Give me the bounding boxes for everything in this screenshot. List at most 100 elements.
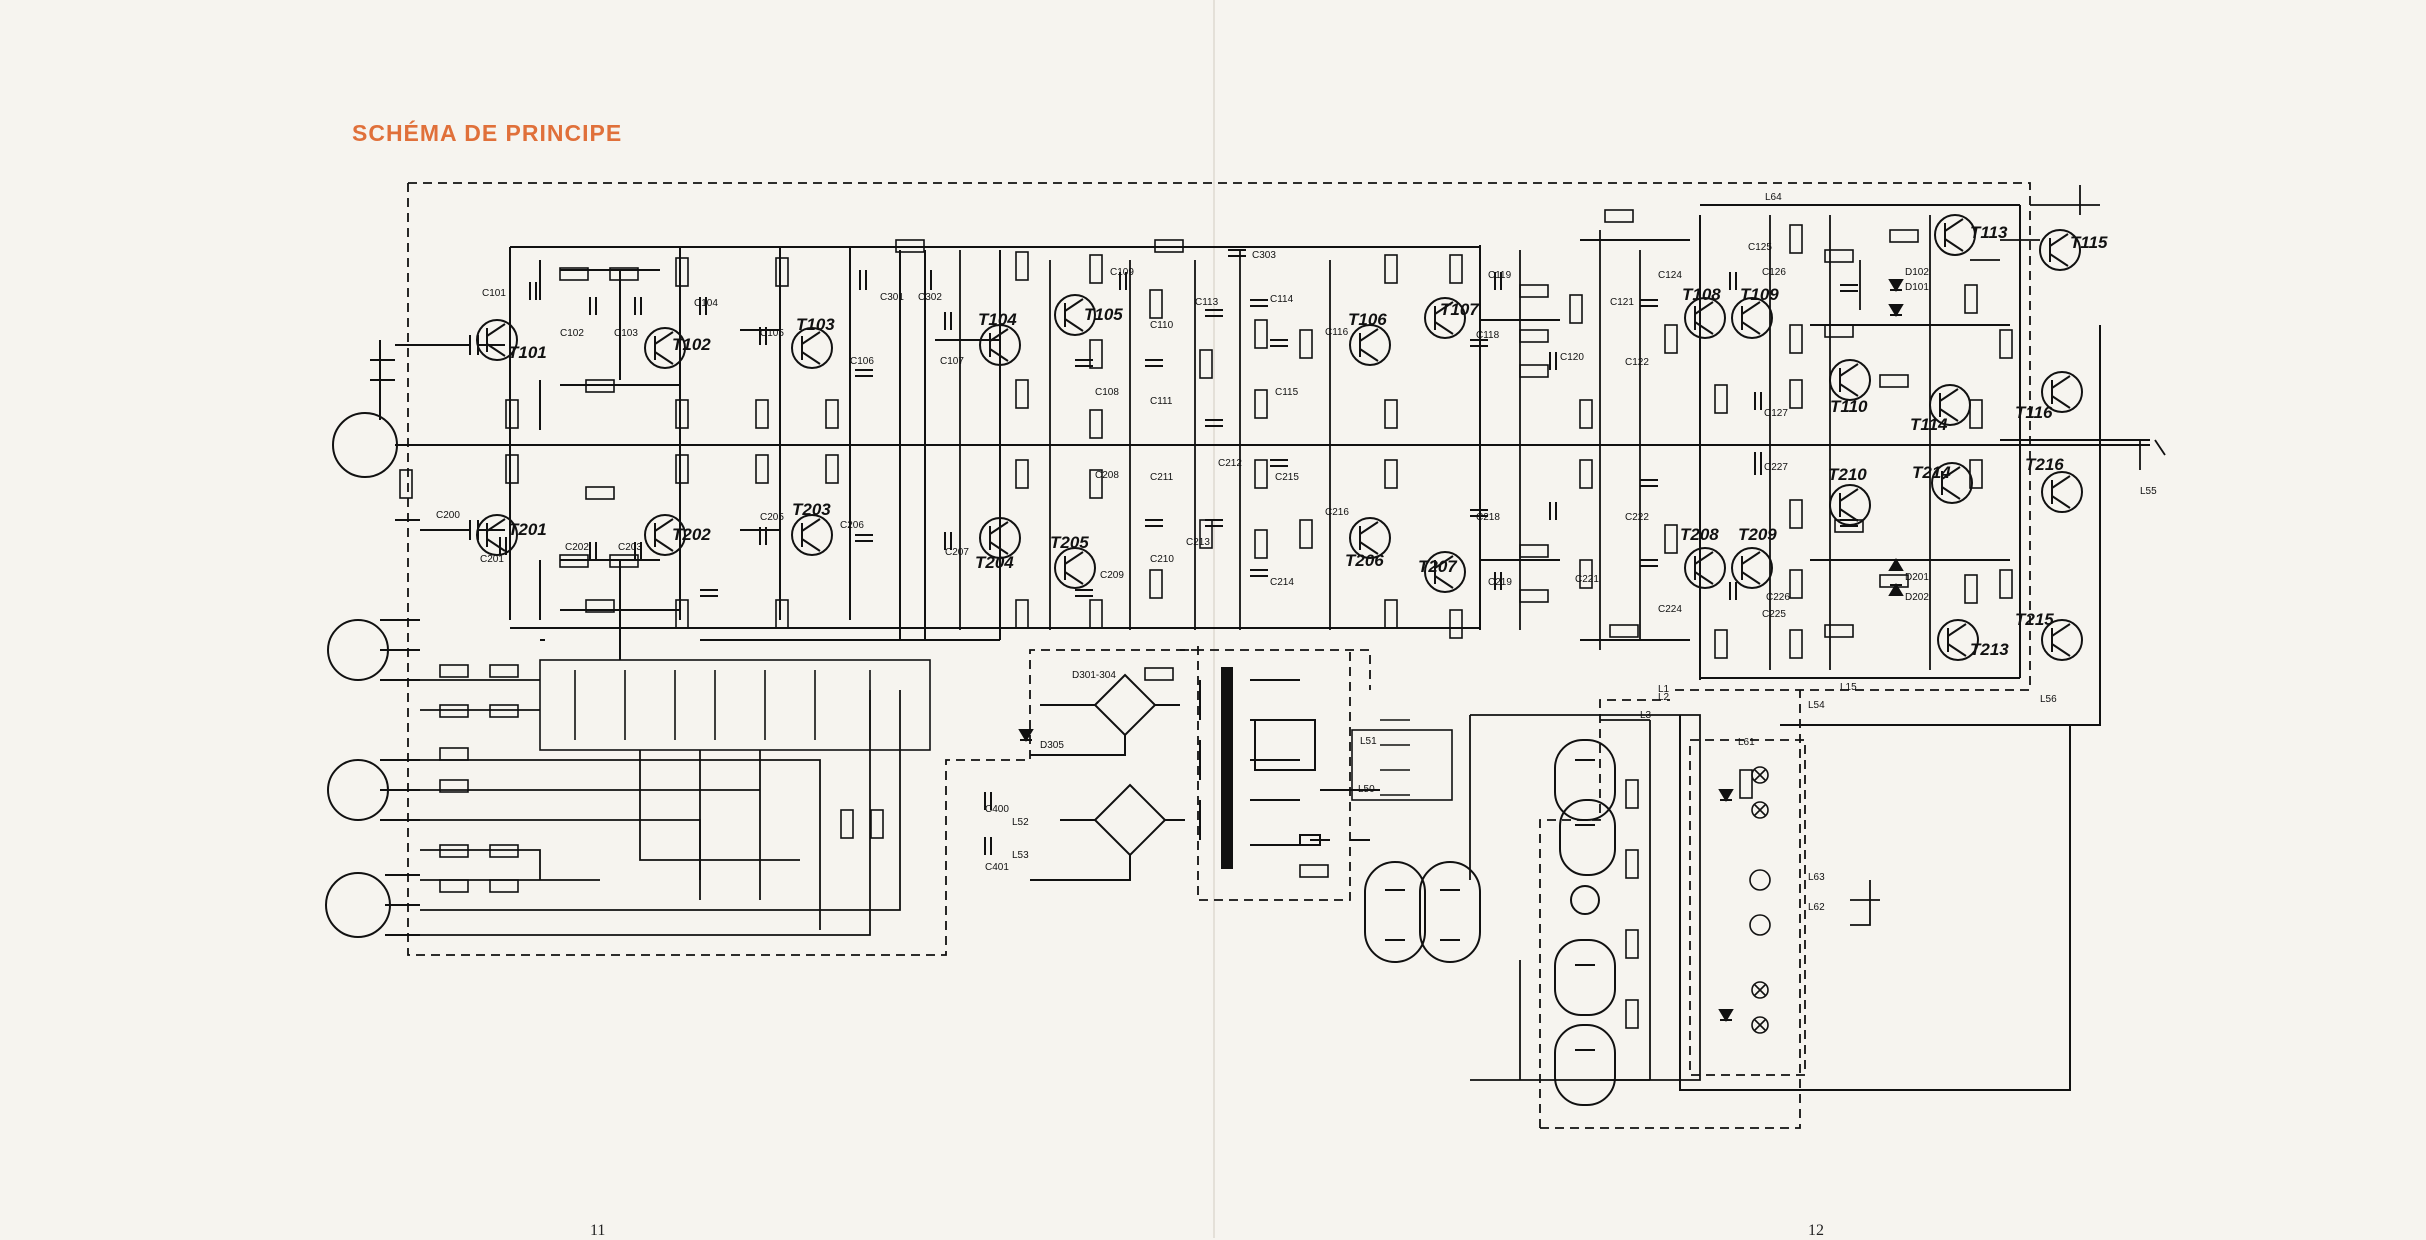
- label-c203: C203: [618, 542, 642, 553]
- transistor-t202: [644, 514, 686, 556]
- label-c207: C207: [945, 547, 969, 558]
- label-c103: C103: [614, 328, 638, 339]
- label-t204: T204: [975, 553, 1014, 572]
- transistor-t106: [1349, 324, 1391, 366]
- label-t209: T209: [1738, 525, 1777, 544]
- label-t102: T102: [672, 335, 711, 354]
- din-socket-1: [332, 412, 398, 478]
- din-socket-2: [327, 619, 389, 681]
- label-c219: C219: [1488, 577, 1512, 588]
- label-c206: C206: [840, 520, 864, 531]
- capacitors: [499, 249, 1858, 855]
- label-c118: C118: [1476, 330, 1500, 341]
- component-labels: T101 T102 T103 T104 T105 T106 T107 T108 …: [436, 192, 2157, 913]
- label-d201: D201: [1905, 572, 1929, 583]
- speaker-meters: [1364, 739, 1616, 1106]
- transistor-t205: [1054, 547, 1096, 589]
- label-c224: C224: [1658, 604, 1682, 615]
- page-title: SCHÉMA DE PRINCIPE: [352, 120, 623, 146]
- label-c400: C400: [985, 804, 1009, 815]
- label-c205: C205: [760, 512, 784, 523]
- transistor-t216: [2041, 471, 2083, 513]
- label-t210: T210: [1828, 465, 1867, 484]
- transistor-t115: [2039, 229, 2081, 271]
- label-t104: T104: [978, 310, 1017, 329]
- label-d305: D305: [1040, 740, 1064, 751]
- label-c401: C401: [985, 862, 1009, 873]
- label-l56: L56: [2040, 694, 2057, 705]
- label-c211: C211: [1150, 472, 1174, 483]
- label-c202: C202: [565, 542, 589, 553]
- label-l61: L61: [1738, 737, 1755, 748]
- label-l15: L15: [1840, 682, 1857, 693]
- label-l50: L50: [1358, 784, 1375, 795]
- label-t103: T103: [796, 315, 835, 334]
- power-transformer: [1199, 667, 1380, 869]
- transistor-t105: [1054, 294, 1096, 336]
- label-c216: C216: [1325, 507, 1349, 518]
- label-l63: L63: [1808, 872, 1825, 883]
- label-l51: L51: [1360, 736, 1377, 747]
- label-d301: D301-304: [1072, 670, 1116, 681]
- label-c105: C105: [760, 328, 784, 339]
- switch-banks: [539, 659, 1453, 801]
- label-c101: C101: [482, 288, 506, 299]
- label-t114: T114: [1910, 415, 1948, 434]
- label-c127: C127: [1764, 408, 1788, 419]
- label-c222: C222: [1625, 512, 1649, 523]
- label-c110: C110: [1150, 320, 1174, 331]
- label-c208: C208: [1095, 470, 1119, 481]
- indicator-lamps: [1749, 766, 1771, 1034]
- label-c121: C121: [1610, 297, 1634, 308]
- label-c227: C227: [1764, 462, 1788, 473]
- label-c115: C115: [1275, 387, 1299, 398]
- label-t214: T214: [1912, 463, 1951, 482]
- transistor-t206: [1349, 517, 1391, 559]
- label-t108: T108: [1682, 285, 1721, 304]
- misc-wiring: [420, 185, 2166, 1081]
- label-l64: L64: [1765, 192, 1782, 203]
- din-socket-4: [325, 872, 391, 938]
- label-c125: C125: [1748, 242, 1772, 253]
- transistor-t109: [1731, 297, 1773, 339]
- label-t216: T216: [2025, 455, 2064, 474]
- label-l53: L53: [1012, 850, 1029, 861]
- diode-symbols: [1018, 279, 1904, 1022]
- label-c126: C126: [1762, 267, 1786, 278]
- label-l2: L2: [1658, 692, 1670, 703]
- page-number-right: 12: [1808, 1222, 1824, 1239]
- label-c114: C114: [1270, 294, 1294, 305]
- transistor-t104: [979, 324, 1021, 366]
- label-c218: C218: [1476, 512, 1500, 523]
- transistor-t207: [1424, 551, 1466, 593]
- label-d202: D202: [1905, 592, 1929, 603]
- label-t202: T202: [672, 525, 711, 544]
- label-c303: C303: [1252, 250, 1276, 261]
- transistor-symbols: [476, 214, 2083, 661]
- label-t106: T106: [1348, 310, 1387, 329]
- label-c120: C120: [1560, 352, 1584, 363]
- label-t116: T116: [2015, 403, 2053, 422]
- transistor-t101: [476, 319, 518, 361]
- label-t109: T109: [1740, 285, 1779, 304]
- label-t203: T203: [792, 500, 831, 519]
- label-t107: T107: [1440, 300, 1480, 319]
- din-socket-3: [327, 759, 389, 821]
- label-c212: C212: [1218, 458, 1242, 469]
- label-t105: T105: [1084, 305, 1123, 324]
- label-l3: L3: [1640, 710, 1652, 721]
- transistor-t209: [1731, 547, 1773, 589]
- label-l54: L54: [1808, 700, 1825, 711]
- label-c122: C122: [1625, 357, 1649, 368]
- label-c225: C225: [1762, 609, 1786, 620]
- label-c209: C209: [1100, 570, 1124, 581]
- transistor-t204: [979, 517, 1021, 559]
- label-d102: D102: [1905, 267, 1929, 278]
- label-c226: C226: [1766, 592, 1790, 603]
- resistors: [399, 209, 2013, 1029]
- label-d101: D101: [1905, 282, 1929, 293]
- label-t201: T201: [508, 520, 547, 539]
- transistor-t113: [1934, 214, 1976, 256]
- label-c109: C109: [1110, 267, 1134, 278]
